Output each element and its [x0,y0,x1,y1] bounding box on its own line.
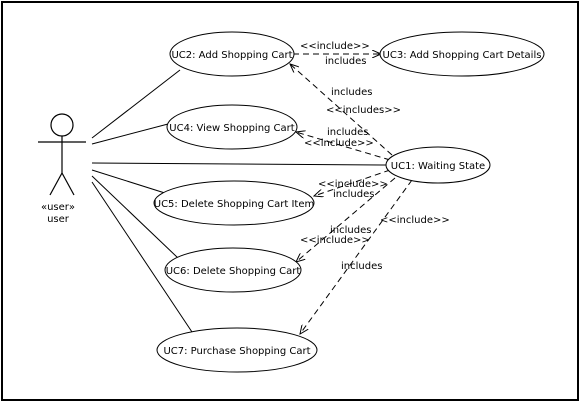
assoc-uc2 [91,69,181,139]
label-uc1-uc4-name: includes [327,127,368,138]
assoc-uc1 [91,162,387,166]
include-uc1-uc5 [314,169,391,196]
uc3-label: UC3: Add Shopping Cart Details [383,50,542,61]
use-case-uc4: UC4: View Shopping Cart [166,104,298,150]
label-uc1-uc6-stereo: <<include>> [300,235,370,246]
uc7-label: UC7: Purchase Shopping Cart [163,346,310,357]
uc6-label: UC6: Delete Shopping Cart [166,266,301,277]
label-uc1-uc2-name: includes [331,87,372,98]
include-uc1-uc6 [296,177,396,262]
actor-user: «user» user [38,113,86,225]
use-case-uc2: UC2: Add Shopping Cart [169,31,295,77]
include-uc1-uc2 [290,64,393,156]
include-uc1-uc7 [300,179,413,334]
actor-head [50,113,74,137]
uc4-label: UC4: View Shopping Cart [169,123,294,134]
label-uc1-uc4-stereo: <<include>> [304,138,374,149]
label-uc1-uc5-name: includes [333,189,374,200]
label-uc1-uc7-stereo: <<include>> [380,215,450,226]
use-case-uc1: UC1: Waiting State [385,146,491,184]
label-uc1-uc6-name: includes [330,225,371,236]
label-uc2-uc3-stereo: <<include>> [300,41,370,52]
label-uc1-uc5-stereo: <<include>> [318,179,388,190]
label-uc1-uc7-name: includes [341,261,382,272]
assoc-uc4 [91,123,169,145]
actor-name: user [47,214,70,225]
use-case-uc5: UC5: Delete Shopping Cart Item [153,180,315,226]
label-uc2-uc3-name: includes [325,56,366,67]
use-case-uc7: UC7: Purchase Shopping Cart [156,327,318,373]
uc1-label: UC1: Waiting State [391,161,485,172]
edge-labels: <<include>> includes includes <<includes… [300,41,450,272]
actor-stereotype: «user» [41,202,75,213]
assoc-uc5 [91,169,169,195]
actor-associations [91,69,387,333]
label-uc1-uc2-stereo: <<includes>> [326,105,401,116]
uc2-label: UC2: Add Shopping Cart [171,50,292,61]
include-uc1-uc4 [296,132,391,161]
uc5-label: UC5: Delete Shopping Cart Item [154,199,314,210]
actor-left-leg [49,172,63,196]
include-relations [290,54,413,334]
assoc-uc7 [91,181,193,333]
use-case-uc3: UC3: Add Shopping Cart Details [379,31,545,77]
assoc-uc6 [91,175,179,259]
use-case-uc6: UC6: Delete Shopping Cart [164,247,302,293]
actor-right-leg [61,172,75,196]
